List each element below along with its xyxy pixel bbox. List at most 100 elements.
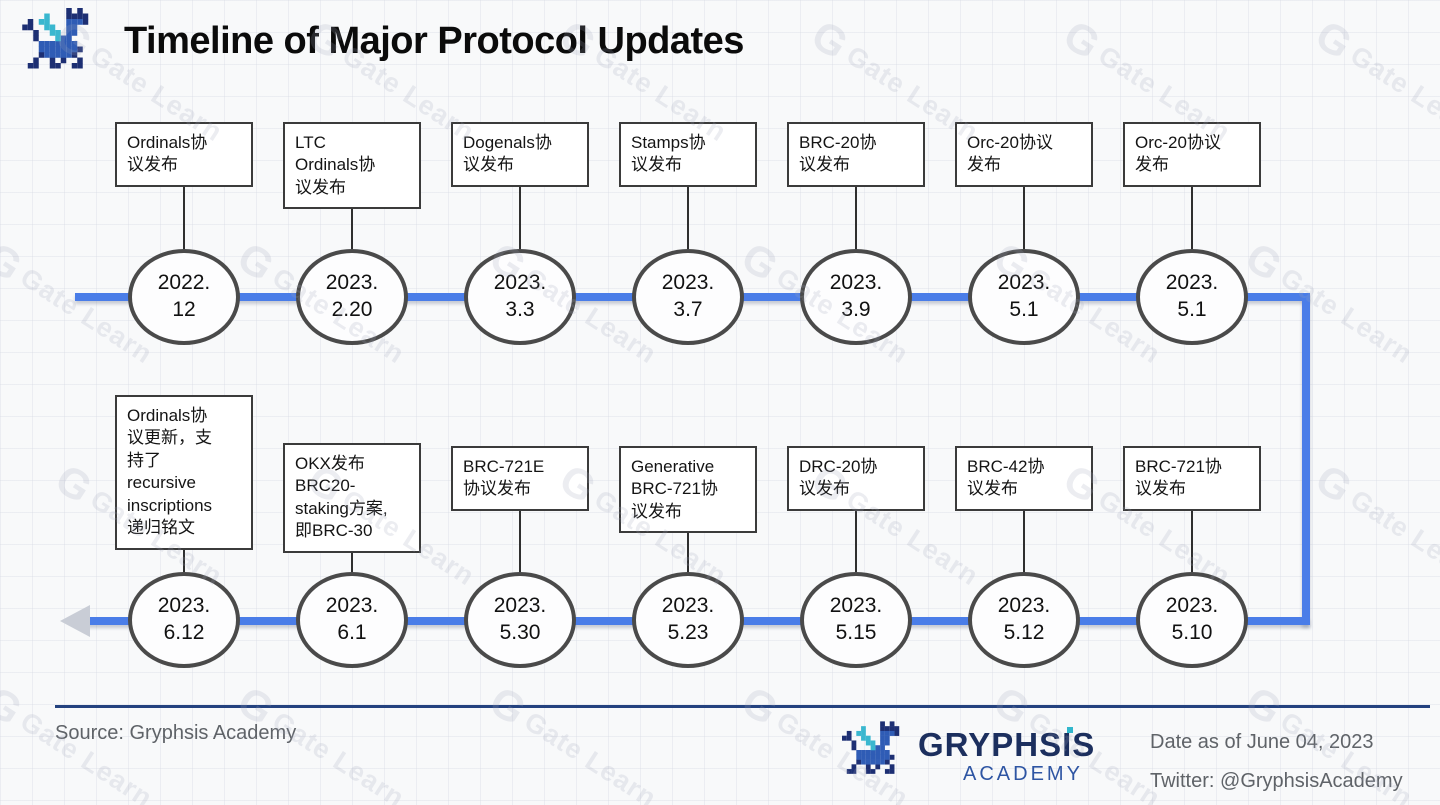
page-title: Timeline of Major Protocol Updates bbox=[124, 20, 744, 62]
brand-subtitle: ACADEMY bbox=[963, 763, 1083, 785]
watermark-logo-icon: G bbox=[1055, 10, 1109, 69]
connector-line bbox=[183, 549, 185, 572]
timeline-event: Dogenals协 议发布 2023. 3.3 bbox=[436, 122, 604, 345]
timeline-event: BRC-20协 议发布 2023. 3.9 bbox=[772, 122, 940, 345]
watermark-logo-icon: G bbox=[1307, 10, 1361, 69]
timeline-event: OKX发布 BRC20- staking方案, 即BRC-30 2023. 6.… bbox=[268, 395, 436, 668]
timeline-line-vertical bbox=[1302, 293, 1310, 625]
date-circle: 2023. 2.20 bbox=[296, 249, 408, 345]
connector-line bbox=[351, 552, 353, 572]
event-label: DRC-20协 议发布 bbox=[799, 457, 878, 499]
connector-line bbox=[687, 533, 689, 572]
connector-line bbox=[1191, 186, 1193, 249]
date-circle: 2022. 12 bbox=[128, 249, 240, 345]
event-date: 2022. 12 bbox=[157, 271, 211, 321]
connector-line bbox=[519, 510, 521, 572]
connector-line bbox=[687, 186, 689, 249]
date-circle: 2023. 3.3 bbox=[464, 249, 576, 345]
event-date: 2023. 2.20 bbox=[325, 271, 379, 321]
connector-line bbox=[183, 186, 185, 249]
watermark-logo-icon: G bbox=[1307, 454, 1361, 513]
event-date: 2023. 5.12 bbox=[997, 594, 1051, 644]
event-label: BRC-721协 议发布 bbox=[1135, 457, 1222, 499]
connector-line bbox=[1023, 186, 1025, 249]
date-circle: 2023. 3.7 bbox=[632, 249, 744, 345]
event-date: 2023. 3.3 bbox=[493, 271, 547, 321]
event-label: OKX发布 BRC20- staking方案, 即BRC-30 bbox=[295, 454, 388, 541]
event-label: Ordinals协 议发布 bbox=[127, 133, 208, 175]
watermark-text: Gate Learn bbox=[1275, 261, 1419, 370]
event-date: 2023. 5.1 bbox=[1165, 271, 1219, 321]
timeline-row-top: Ordinals协 议发布 2022. 12 LTC Ordinals协 议发布… bbox=[100, 122, 1276, 345]
timeline-event: Stamps协 议发布 2023. 3.7 bbox=[604, 122, 772, 345]
event-date: 2023. 6.12 bbox=[157, 594, 211, 644]
event-label-box: BRC-20协 议发布 bbox=[787, 122, 925, 187]
connector-line bbox=[351, 209, 353, 249]
date-circle: 2023. 5.1 bbox=[968, 249, 1080, 345]
date-circle: 2023. 5.12 bbox=[968, 572, 1080, 668]
event-label: Stamps协 议发布 bbox=[631, 133, 706, 175]
date-circle: 2023. 5.10 bbox=[1136, 572, 1248, 668]
date-circle: 2023. 5.15 bbox=[800, 572, 912, 668]
timeline-event: Orc-20协议 发布 2023. 5.1 bbox=[940, 122, 1108, 345]
date-circle: 2023. 5.30 bbox=[464, 572, 576, 668]
connector-line bbox=[519, 186, 521, 249]
event-label: BRC-20协 议发布 bbox=[799, 133, 877, 175]
timeline-arrow-left-icon bbox=[60, 605, 90, 637]
event-label-box: DRC-20协 议发布 bbox=[787, 446, 925, 511]
watermark-text: Gate Learn bbox=[1345, 39, 1440, 148]
event-date: 2023. 6.1 bbox=[325, 594, 379, 644]
event-label-box: BRC-721E 协议发布 bbox=[451, 446, 589, 511]
watermark-text: Gate Learn bbox=[1345, 483, 1440, 592]
event-label-box: Ordinals协 议发布 bbox=[115, 122, 253, 187]
timeline-event: LTC Ordinals协 议发布 2023. 2.20 bbox=[268, 122, 436, 345]
event-label-box: Orc-20协议 发布 bbox=[955, 122, 1093, 187]
watermark-text: Gate Learn bbox=[15, 705, 159, 805]
event-label: Dogenals协 议发布 bbox=[463, 133, 552, 175]
watermark-logo-icon: G bbox=[803, 10, 857, 69]
timeline-row-bottom: Ordinals协 议更新，支 持了 recursive inscription… bbox=[100, 395, 1276, 668]
event-label-box: LTC Ordinals协 议发布 bbox=[283, 122, 421, 210]
watermark-text: Gate Learn bbox=[267, 705, 411, 805]
date-note: Date as of June 04, 2023 bbox=[1150, 731, 1374, 753]
event-date: 2023. 5.15 bbox=[829, 594, 883, 644]
connector-line bbox=[1191, 510, 1193, 572]
header: Timeline of Major Protocol Updates bbox=[22, 8, 744, 74]
date-circle: 2023. 5.23 bbox=[632, 572, 744, 668]
timeline-event: DRC-20协 议发布 2023. 5.15 bbox=[772, 395, 940, 668]
event-label-box: OKX发布 BRC20- staking方案, 即BRC-30 bbox=[283, 443, 421, 553]
event-label: Orc-20协议 发布 bbox=[1135, 133, 1221, 175]
event-date: 2023. 3.7 bbox=[661, 271, 715, 321]
event-label-box: BRC-721协 议发布 bbox=[1123, 446, 1261, 511]
event-label-box: Stamps协 议发布 bbox=[619, 122, 757, 187]
connector-line bbox=[855, 510, 857, 572]
timeline-event: Orc-20协议 发布 2023. 5.1 bbox=[1108, 122, 1276, 345]
gryphsis-dragon-logo-icon bbox=[22, 8, 94, 74]
event-date: 2023. 5.1 bbox=[997, 271, 1051, 321]
event-label: Ordinals协 议更新，支 持了 recursive inscription… bbox=[127, 406, 213, 538]
date-circle: 2023. 6.1 bbox=[296, 572, 408, 668]
twitter-handle: Twitter: @GryphsisAcademy bbox=[1150, 770, 1403, 792]
connector-line bbox=[855, 186, 857, 249]
timeline-event: BRC-721协 议发布 2023. 5.10 bbox=[1108, 395, 1276, 668]
event-label-box: Ordinals协 议更新，支 持了 recursive inscription… bbox=[115, 395, 253, 550]
event-label: BRC-721E 协议发布 bbox=[463, 457, 545, 499]
timeline-event: BRC-42协 议发布 2023. 5.12 bbox=[940, 395, 1108, 668]
event-label: BRC-42协 议发布 bbox=[967, 457, 1045, 499]
watermark-text: Gate Learn bbox=[519, 705, 663, 805]
watermark-logo-icon: G bbox=[0, 676, 31, 735]
source-text: Source: Gryphsis Academy bbox=[55, 722, 297, 744]
event-label: LTC Ordinals协 议发布 bbox=[295, 133, 376, 197]
timeline-event: Ordinals协 议发布 2022. 12 bbox=[100, 122, 268, 345]
timeline-event: Ordinals协 议更新，支 持了 recursive inscription… bbox=[100, 395, 268, 668]
event-label-box: Orc-20协议 发布 bbox=[1123, 122, 1261, 187]
event-label-box: Dogenals协 议发布 bbox=[451, 122, 589, 187]
event-date: 2023. 3.9 bbox=[829, 271, 883, 321]
date-circle: 2023. 6.12 bbox=[128, 572, 240, 668]
timeline-event: Generative BRC-721协 议发布 2023. 5.23 bbox=[604, 395, 772, 668]
timeline-event: BRC-721E 协议发布 2023. 5.30 bbox=[436, 395, 604, 668]
